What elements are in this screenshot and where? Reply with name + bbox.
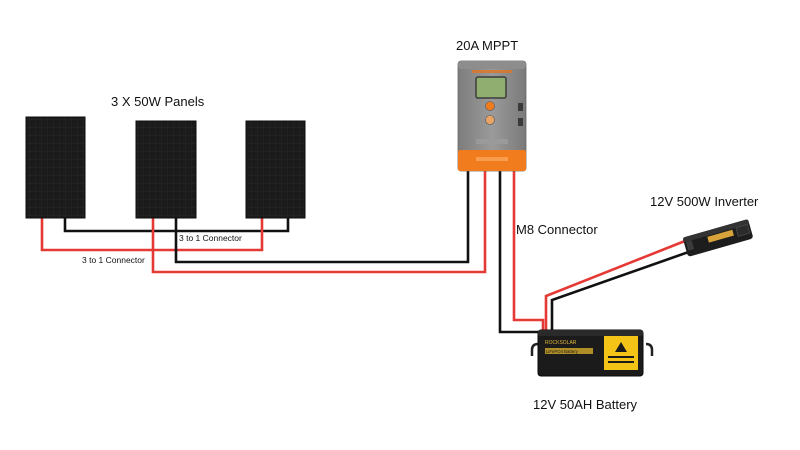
battery-type-text: LiFePO4 Battery — [546, 349, 579, 354]
connector-label-negative: 3 to 1 Connector — [179, 233, 242, 243]
m8-connector-label: M8 Connector — [516, 222, 598, 237]
wires — [40, 170, 701, 334]
inverter — [683, 219, 753, 257]
controller-label: 20A MPPT — [456, 38, 519, 53]
mppt-controller — [457, 60, 527, 172]
battery-warning-icon — [615, 342, 627, 352]
solar-panel-3 — [245, 120, 306, 219]
connector-label-positive: 3 to 1 Connector — [82, 255, 145, 265]
battery-yellow-label — [604, 336, 638, 370]
battery-label: 12V 50AH Battery — [533, 397, 638, 412]
wire-panels-to-controller-negative — [174, 170, 470, 264]
battery-brand-text: ROCKSOLAR — [545, 340, 577, 346]
battery-handle-left — [530, 342, 539, 356]
wire-controller-to-battery-positive — [512, 170, 545, 332]
inverter-label: 12V 500W Inverter — [650, 194, 759, 209]
wire-battery-to-inverter-negative — [550, 246, 701, 332]
controller-button-1 — [485, 101, 495, 111]
solar-panel-1 — [25, 116, 86, 219]
wire-panels-to-controller-positive — [151, 170, 487, 274]
controller-button-2 — [485, 115, 495, 125]
controller-lcd-screen — [475, 76, 507, 99]
panels-label: 3 X 50W Panels — [111, 94, 205, 109]
solar-panel-2 — [135, 120, 197, 219]
battery-handle-right — [645, 342, 654, 356]
battery: ROCKSOLAR LiFePO4 Battery — [530, 329, 654, 377]
wire-battery-to-inverter-positive — [544, 237, 691, 332]
wire-controller-to-battery-negative — [498, 170, 540, 334]
